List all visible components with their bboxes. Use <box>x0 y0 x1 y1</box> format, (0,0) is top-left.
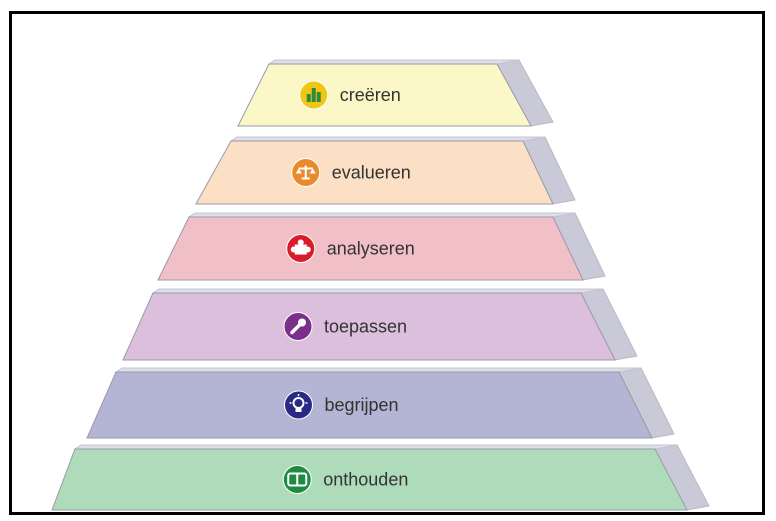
level-label: evalueren <box>332 163 411 183</box>
level-label: onthouden <box>323 470 408 490</box>
building-blocks-icon <box>299 80 329 110</box>
level-label: toepassen <box>324 317 407 337</box>
pyramid-level-cre-ren: creëren <box>237 59 554 127</box>
pyramid-level-evalueren: evalueren <box>195 136 576 205</box>
level-top-rim <box>187 212 576 218</box>
level-front-face <box>157 216 584 281</box>
level-label: begrijpen <box>325 395 399 415</box>
book-icon <box>282 465 312 494</box>
level-front-face <box>122 292 616 361</box>
level-label: creëren <box>340 85 401 105</box>
pyramid-level-onthouden: onthouden <box>51 444 710 511</box>
level-top-rim <box>229 136 546 142</box>
pyramid-level-begrijpen: begrijpen <box>86 367 675 439</box>
puzzle-icon <box>286 234 316 263</box>
pyramid-level-analyseren: analyseren <box>157 212 606 281</box>
level-top-rim <box>114 367 642 373</box>
level-front-face <box>237 63 532 127</box>
bloom-pyramid: creëren evalueren analyseren toepassen begri… <box>51 59 710 511</box>
scales-icon <box>291 158 321 187</box>
level-front-face <box>86 371 653 439</box>
wrench-icon <box>283 312 313 341</box>
level-front-face <box>195 140 554 205</box>
diagram-frame: creëren evalueren analyseren toepassen begri… <box>9 11 765 515</box>
pyramid-level-toepassen: toepassen <box>122 288 638 361</box>
level-top-rim <box>267 59 520 65</box>
level-top-rim <box>73 444 678 450</box>
level-top-rim <box>151 288 604 294</box>
level-front-face <box>51 448 688 511</box>
lightbulb-icon <box>284 390 313 420</box>
level-label: analyseren <box>327 239 415 259</box>
